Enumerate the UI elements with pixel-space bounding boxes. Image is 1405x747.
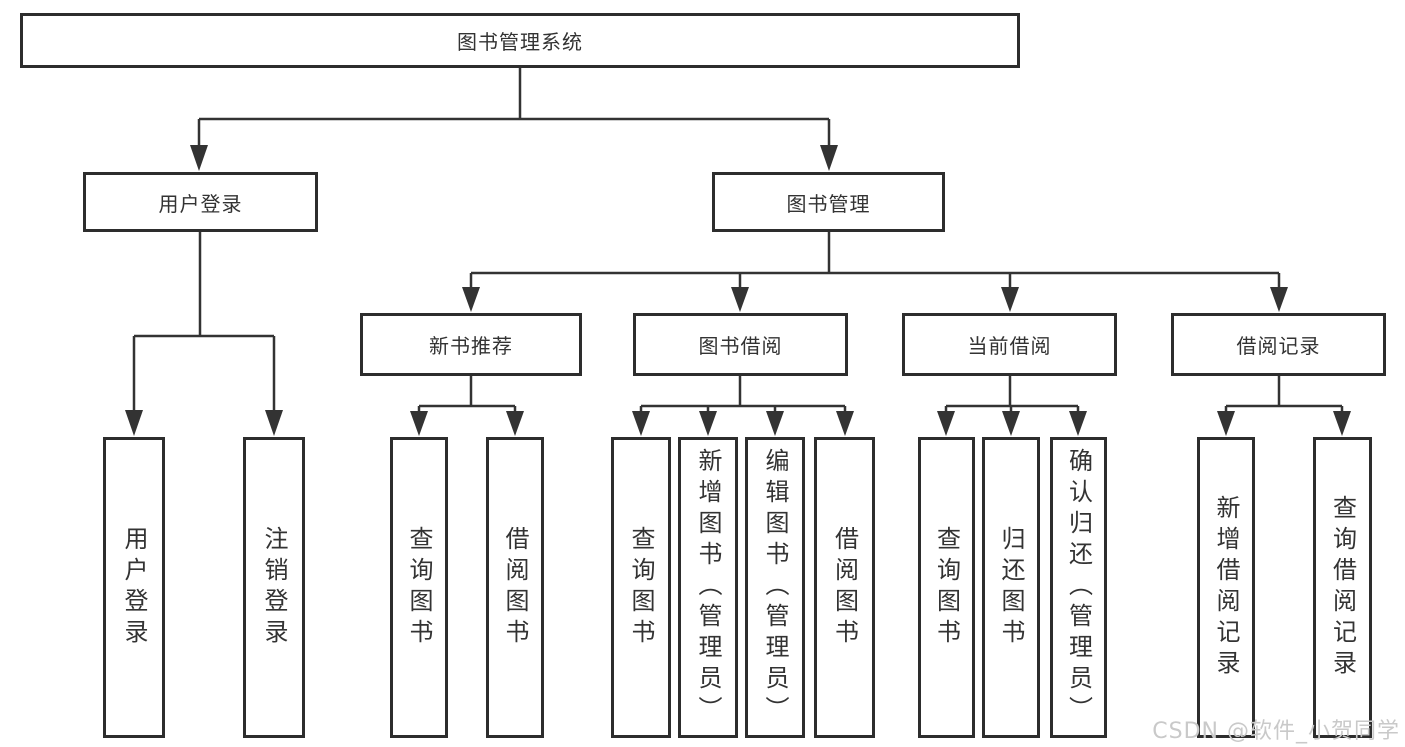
node-book-management: 图书管理 bbox=[712, 172, 945, 232]
node-book-management-system: 图书管理系统 bbox=[20, 13, 1020, 68]
leaf-return-books: 归还图书 bbox=[982, 437, 1040, 738]
leaf-borrow-books-recommend: 借阅图书 bbox=[486, 437, 544, 738]
leaf-query-borrow-record: 查询借阅记录 bbox=[1313, 437, 1372, 738]
leaf-confirm-return-admin: 确认归还（管理员） bbox=[1050, 437, 1107, 738]
leaf-add-borrow-record: 新增借阅记录 bbox=[1197, 437, 1255, 738]
leaf-add-books-admin: 新增图书（管理员） bbox=[678, 437, 738, 738]
node-book-borrow: 图书借阅 bbox=[633, 313, 848, 376]
node-current-borrow: 当前借阅 bbox=[902, 313, 1117, 376]
leaf-query-books-recommend: 查询图书 bbox=[390, 437, 448, 738]
node-borrow-records: 借阅记录 bbox=[1171, 313, 1386, 376]
leaf-query-books-current: 查询图书 bbox=[918, 437, 975, 738]
leaf-edit-books-admin: 编辑图书（管理员） bbox=[745, 437, 805, 738]
leaf-user-login: 用户登录 bbox=[103, 437, 165, 738]
arrowheads bbox=[125, 145, 1351, 436]
leaf-query-books-borrow: 查询图书 bbox=[611, 437, 671, 738]
node-user-login: 用户登录 bbox=[83, 172, 318, 232]
leaf-borrow-books: 借阅图书 bbox=[814, 437, 875, 738]
watermark: CSDN @软件_小贺同学 bbox=[1152, 719, 1400, 744]
node-new-book-recommend: 新书推荐 bbox=[360, 313, 582, 376]
leaf-logout: 注销登录 bbox=[243, 437, 305, 738]
